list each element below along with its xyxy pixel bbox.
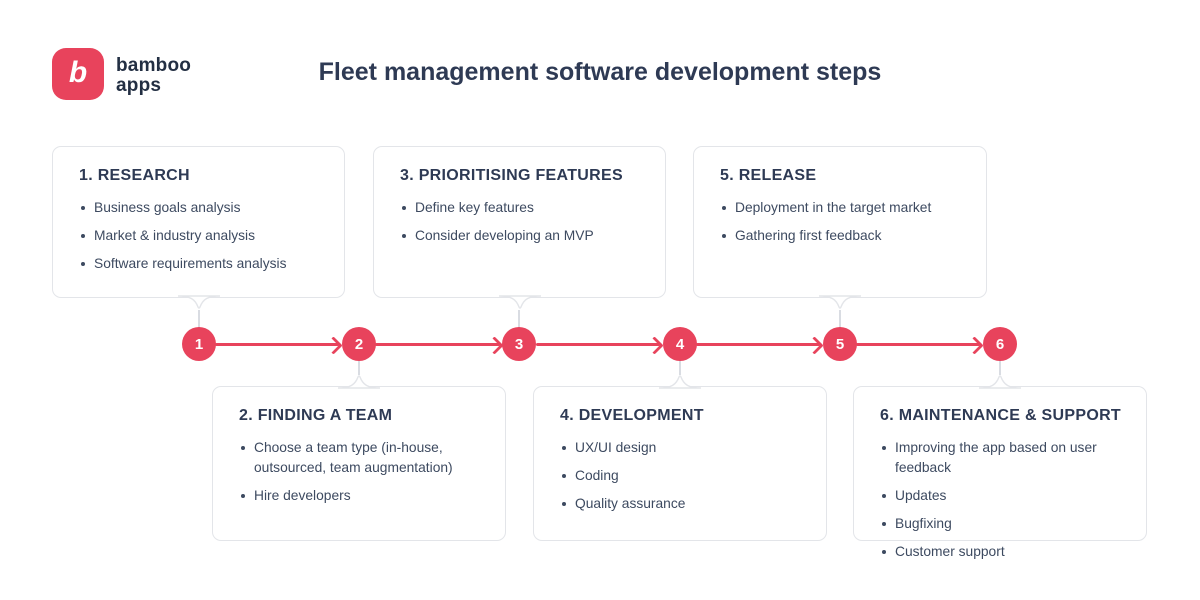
connector-line (679, 360, 681, 375)
brand-name: bamboo apps (116, 56, 191, 96)
step-bullet: Coding (560, 466, 808, 486)
timeline-node-3: 3 (502, 327, 536, 361)
step-bullet: Business goals analysis (79, 198, 326, 218)
step-bullet-list: Choose a team type (in-house, outsourced… (239, 438, 487, 506)
timeline-node-number: 4 (675, 335, 685, 353)
step-bullet: Bugfixing (880, 514, 1128, 534)
brand-line-1: bamboo (116, 55, 192, 76)
timeline-node-6: 6 (983, 327, 1017, 361)
connector-line (839, 310, 841, 328)
card-tail-up (658, 375, 702, 389)
arrow-right-icon (856, 343, 980, 346)
step-bullet: Improving the app based on user feedback (880, 438, 1128, 478)
step-bullet-list: Define key features Consider developing … (400, 198, 647, 246)
timeline-node-number: 1 (194, 335, 204, 353)
step-bullet-list: Improving the app based on user feedback… (880, 438, 1128, 562)
step-card-research: 1. RESEARCH Business goals analysis Mark… (52, 146, 345, 309)
arrow-right-icon (536, 343, 660, 346)
timeline-node-5: 5 (823, 327, 857, 361)
step-card-development: 4. DEVELOPMENT UX/UI design Coding Quali… (533, 375, 827, 541)
step-title: 1. RESEARCH (79, 167, 190, 184)
step-bullet: Customer support (880, 542, 1128, 562)
step-bullet: Consider developing an MVP (400, 226, 647, 246)
connector-line (358, 360, 360, 375)
step-bullet: Gathering first feedback (720, 226, 968, 246)
step-bullet: Hire developers (239, 486, 487, 506)
timeline-node-2: 2 (342, 327, 376, 361)
step-title: 6. MAINTENANCE & SUPPORT (880, 407, 1121, 424)
step-bullet-list: Deployment in the target market Gatherin… (720, 198, 968, 246)
step-bullet: UX/UI design (560, 438, 808, 458)
card-tail-up (978, 375, 1022, 389)
bamboo-apps-logo-icon: b (52, 48, 104, 100)
step-bullet: Quality assurance (560, 494, 808, 514)
brand-line-2: apps (116, 75, 162, 96)
step-title: 4. DEVELOPMENT (560, 407, 704, 424)
page-title: Fleet management software development st… (318, 58, 882, 86)
step-bullet-list: UX/UI design Coding Quality assurance (560, 438, 808, 514)
connector-line (999, 360, 1001, 375)
connector-line (198, 310, 200, 328)
timeline-node-number: 6 (995, 335, 1005, 353)
step-bullet: Deployment in the target market (720, 198, 968, 218)
timeline-node-number: 5 (835, 335, 845, 353)
step-bullet: Software requirements analysis (79, 254, 326, 274)
step-bullet: Market & industry analysis (79, 226, 326, 246)
step-card-prioritising-features: 3. PRIORITISING FEATURES Define key feat… (373, 146, 666, 309)
step-card-maintenance-support: 6. MAINTENANCE & SUPPORT Improving the a… (853, 375, 1147, 559)
arrow-right-icon (696, 343, 820, 346)
card-tail-up (337, 375, 381, 389)
logo-b-glyph: b (68, 56, 88, 89)
step-card-release: 5. RELEASE Deployment in the target mark… (693, 146, 987, 309)
step-bullet: Define key features (400, 198, 647, 218)
connector-line (518, 310, 520, 328)
arrow-right-icon (215, 343, 339, 346)
timeline-node-number: 2 (354, 335, 364, 353)
step-bullet: Choose a team type (in-house, outsourced… (239, 438, 477, 478)
card-tail-down (177, 295, 220, 309)
timeline-node-4: 4 (663, 327, 697, 361)
step-card-finding-a-team: 2. FINDING A TEAM Choose a team type (in… (212, 375, 506, 541)
step-title: 3. PRIORITISING FEATURES (400, 167, 623, 184)
card-tail-down (498, 295, 541, 309)
arrow-right-icon (375, 343, 500, 346)
step-title: 5. RELEASE (720, 167, 817, 184)
step-bullet: Updates (880, 486, 1128, 506)
step-title: 2. FINDING A TEAM (239, 407, 393, 424)
timeline-node-1: 1 (182, 327, 216, 361)
timeline-node-number: 3 (514, 335, 524, 353)
card-tail-down (818, 295, 862, 309)
step-bullet-list: Business goals analysis Market & industr… (79, 198, 326, 274)
